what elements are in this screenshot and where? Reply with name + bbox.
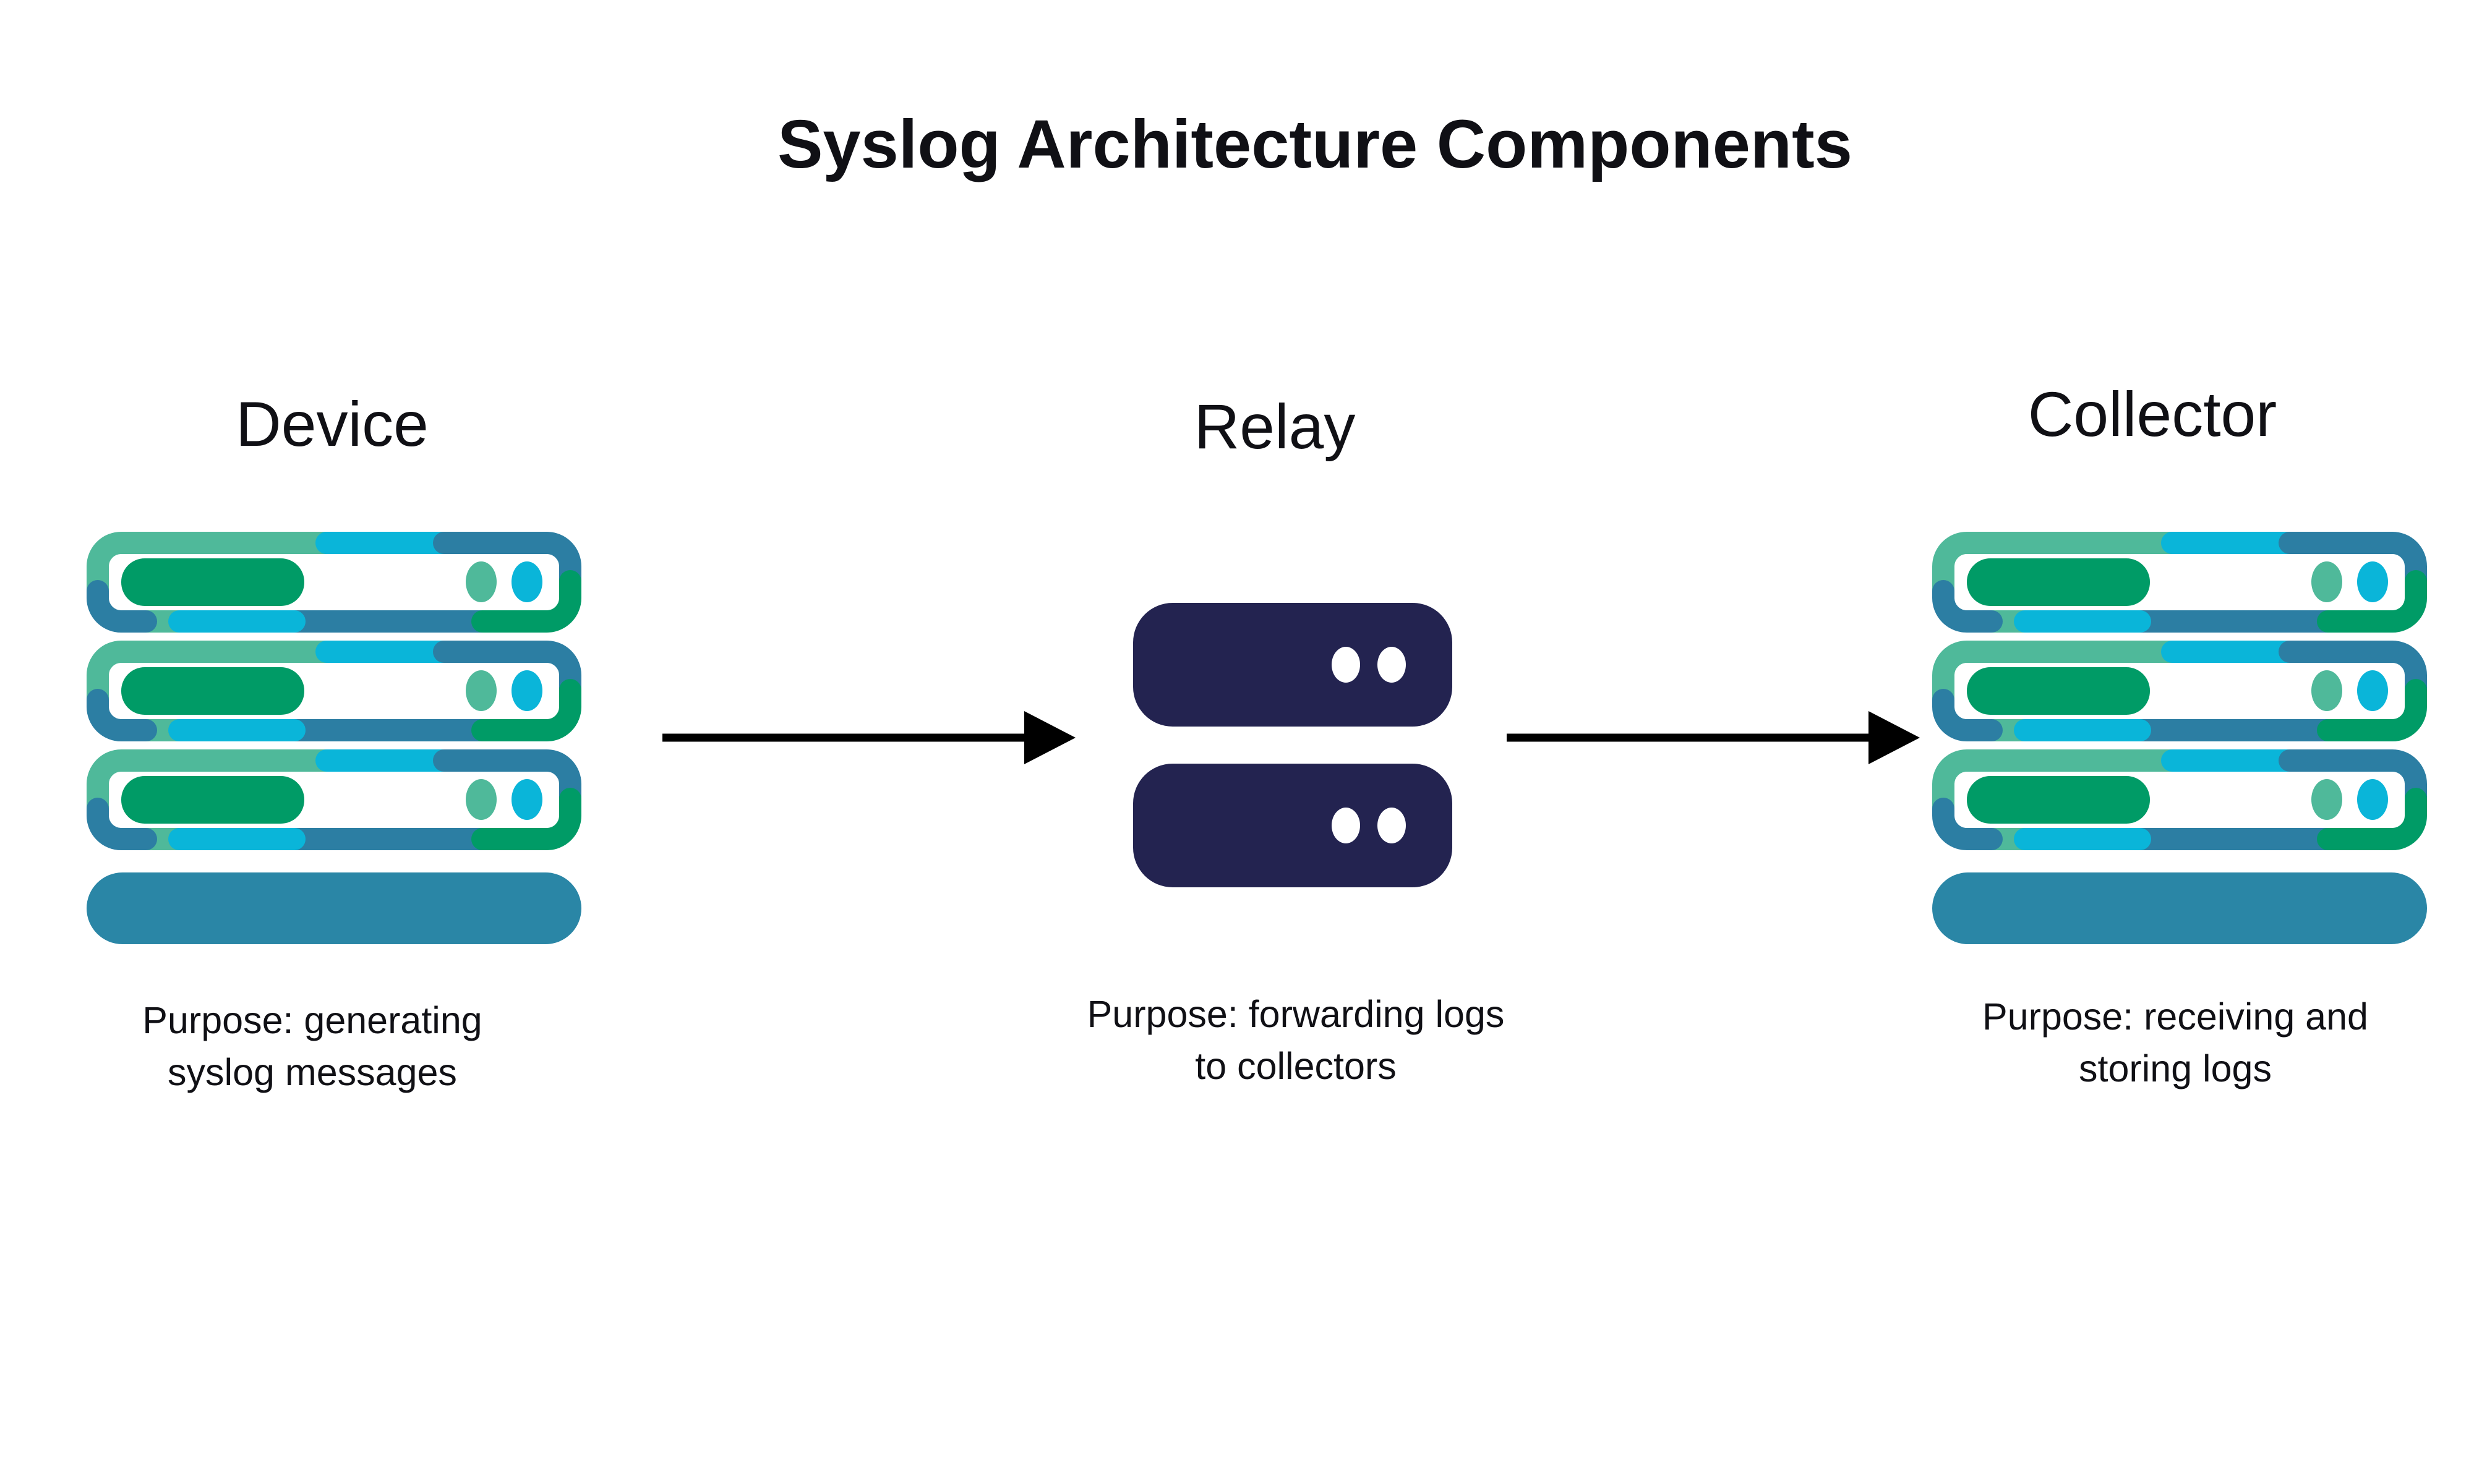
relay-purpose: Purpose: forwarding logs to collectors bbox=[1087, 988, 1505, 1092]
relay-purpose-line2: to collectors bbox=[1195, 1045, 1397, 1087]
device-purpose-line1: Purpose: generating bbox=[142, 999, 482, 1041]
device-label: Device bbox=[236, 389, 429, 459]
server-stack-icon bbox=[87, 532, 581, 946]
relay-purpose-line1: Purpose: forwarding logs bbox=[1087, 993, 1505, 1035]
arrow-device-to-relay-icon bbox=[662, 704, 1077, 772]
relay-label: Relay bbox=[1194, 391, 1356, 462]
server-stack-icon bbox=[1932, 532, 2427, 946]
collector-purpose-line2: storing logs bbox=[2079, 1047, 2272, 1090]
page-title: Syslog Architecture Components bbox=[777, 106, 1852, 182]
collector-purpose-line1: Purpose: receiving and bbox=[1982, 996, 2368, 1038]
collector-purpose: Purpose: receiving and storing logs bbox=[1982, 991, 2368, 1094]
device-purpose-line2: syslog messages bbox=[168, 1051, 457, 1093]
collector-label: Collector bbox=[2027, 379, 2277, 450]
arrow-relay-to-collector-icon bbox=[1507, 704, 1921, 772]
device-purpose: Purpose: generating syslog messages bbox=[142, 994, 482, 1098]
relay-servers-icon bbox=[1133, 603, 1452, 887]
